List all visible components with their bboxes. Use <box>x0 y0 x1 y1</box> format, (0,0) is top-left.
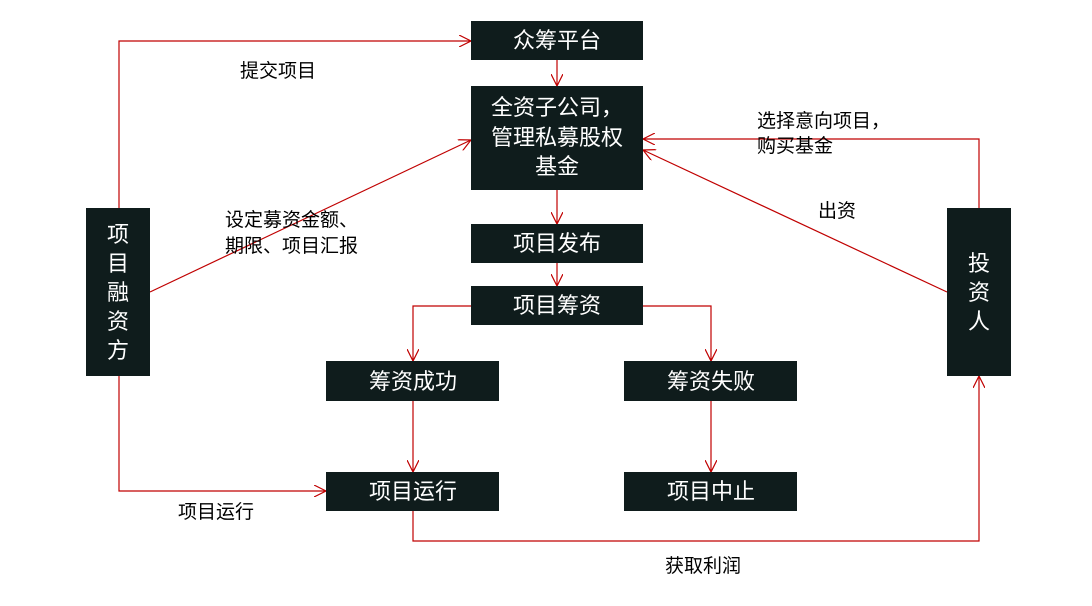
node-label: 基金 <box>535 155 579 180</box>
arrow-financier-to-platform <box>118 41 471 208</box>
label-submit: 提交项目 <box>240 60 316 82</box>
node-label: 全资子公司， <box>491 96 623 121</box>
node-platform: 众筹平台 <box>471 21 643 60</box>
node-subsidiary: 全资子公司， 管理私募股权 基金 <box>471 86 643 190</box>
label-profit: 获取利润 <box>665 555 741 577</box>
node-label: 筹资失败 <box>667 370 755 395</box>
label-choose-2: 购买基金 <box>757 135 833 157</box>
node-fundraise: 项目筹资 <box>471 286 643 325</box>
label-invest: 出资 <box>818 200 856 222</box>
label-set-1: 设定募资金额、 <box>225 209 358 231</box>
node-label: 筹资成功 <box>369 370 457 395</box>
label-choose-1: 选择意向项目， <box>757 110 890 132</box>
node-failure: 筹资失败 <box>624 361 797 401</box>
arrow-investor-to-subsidiary <box>643 139 980 208</box>
node-operate: 项目运行 <box>326 472 499 511</box>
node-publish: 项目发布 <box>471 224 643 263</box>
node-label: 方 <box>107 339 129 364</box>
connectors <box>118 41 980 542</box>
arrow-financier-to-operate <box>118 376 326 491</box>
node-label: 项目中止 <box>667 480 755 505</box>
label-set-2: 期限、项目汇报 <box>225 235 358 257</box>
node-label: 管理私募股权 <box>491 126 623 151</box>
label-run: 项目运行 <box>178 501 254 523</box>
arrow-fundraise-to-success <box>413 305 471 361</box>
node-financier: 项 目 融 资 方 <box>86 208 150 376</box>
node-label: 项目运行 <box>369 480 457 505</box>
arrow-operate-to-investor <box>412 376 979 542</box>
arrow-fundraise-to-failure <box>643 305 711 361</box>
node-label: 人 <box>968 310 990 335</box>
node-label: 资 <box>968 281 990 306</box>
node-label: 投 <box>968 252 990 277</box>
arrow-financier-to-subsidiary <box>149 140 471 293</box>
node-investor: 投 资 人 <box>947 208 1011 376</box>
arrow-investor-invest <box>643 150 948 293</box>
node-label: 项 <box>107 223 129 248</box>
node-label: 目 <box>107 252 129 277</box>
node-label: 融 <box>107 281 129 306</box>
node-label: 项目筹资 <box>513 294 601 319</box>
node-label: 资 <box>107 310 129 335</box>
node-terminate: 项目中止 <box>624 472 797 511</box>
node-success: 筹资成功 <box>326 361 499 401</box>
node-label: 项目发布 <box>513 232 601 257</box>
node-label: 众筹平台 <box>513 29 601 54</box>
